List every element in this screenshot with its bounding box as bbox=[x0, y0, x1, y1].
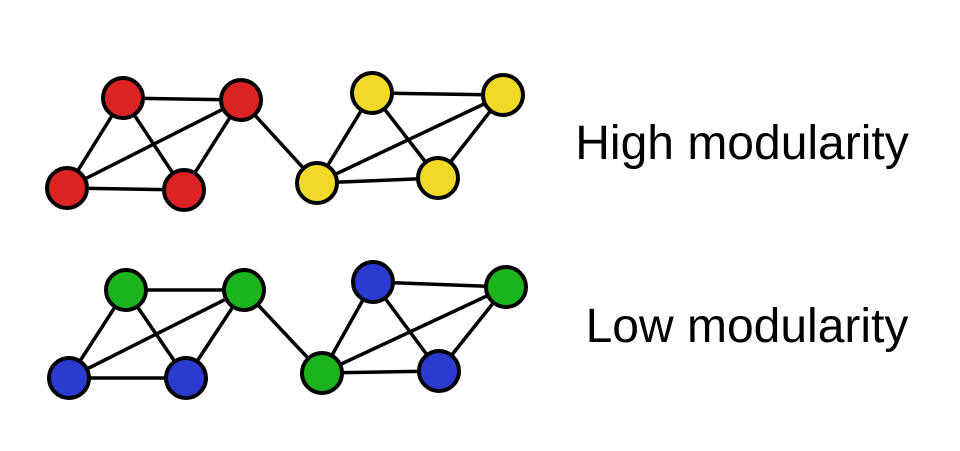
network-node-b1 bbox=[47, 356, 91, 400]
network-edge-g2-b1 bbox=[68, 288, 245, 380]
network-node-g3 bbox=[300, 351, 344, 395]
network-edge-g4-g3 bbox=[321, 285, 507, 375]
network-node-b3 bbox=[351, 260, 395, 304]
network-edge-r2-r3 bbox=[66, 98, 242, 190]
network-node-g4 bbox=[484, 265, 528, 309]
network-node-g1 bbox=[104, 268, 148, 312]
low-node-layer bbox=[47, 260, 528, 400]
network-node-b2 bbox=[164, 356, 208, 400]
low-modularity-label: Low modularity bbox=[586, 300, 909, 353]
network-node-b4 bbox=[417, 349, 461, 393]
high-modularity-network: High modularity bbox=[45, 71, 909, 212]
network-node-y2 bbox=[481, 73, 525, 117]
network-node-r4 bbox=[162, 168, 206, 212]
network-node-y3 bbox=[295, 161, 339, 205]
low-modularity-network: Low modularity bbox=[47, 260, 909, 400]
high-node-layer bbox=[45, 71, 525, 212]
network-node-y1 bbox=[350, 71, 394, 115]
network-edge-y2-y3 bbox=[316, 93, 504, 185]
high-modularity-label: High modularity bbox=[575, 117, 908, 170]
network-edge-b3-g4 bbox=[372, 280, 507, 289]
network-node-r1 bbox=[101, 76, 145, 120]
network-node-y4 bbox=[416, 156, 460, 200]
network-node-r2 bbox=[219, 78, 263, 122]
network-node-r3 bbox=[45, 166, 89, 210]
network-node-g2 bbox=[222, 268, 266, 312]
